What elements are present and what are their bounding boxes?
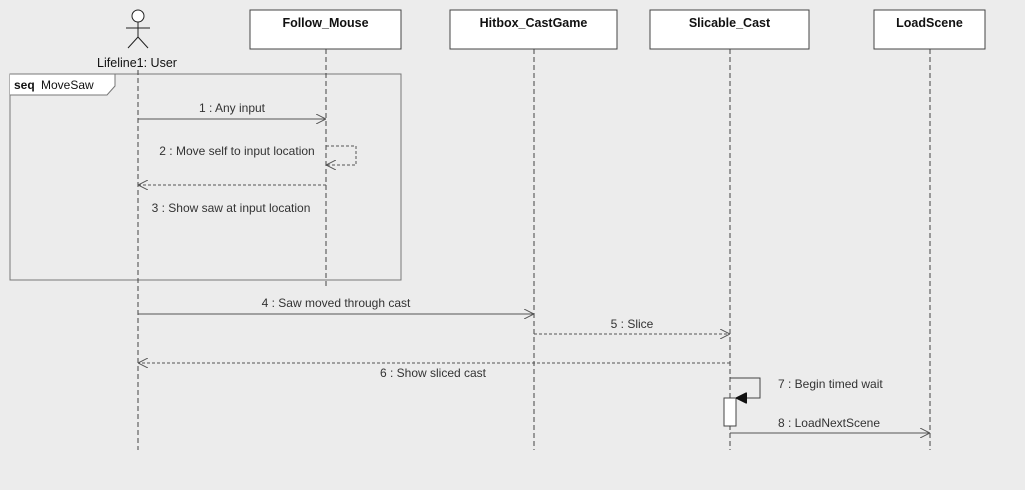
- message-7[interactable]: 7 : Begin timed wait: [730, 377, 883, 398]
- lifeline-loadscene[interactable]: LoadScene: [873, 9, 986, 50]
- lifeline-hitbox-label: Hitbox_CastGame: [480, 16, 588, 30]
- lifeline-loadscene-label: LoadScene: [896, 16, 963, 30]
- message-5[interactable]: 5 : Slice: [534, 317, 730, 334]
- frame-border: [9, 73, 402, 281]
- message-8-label: 8 : LoadNextScene: [778, 416, 880, 430]
- frame-tab: [10, 73, 116, 96]
- activation-bar: [723, 397, 737, 427]
- message-3-label: 3 : Show saw at input location: [152, 201, 311, 215]
- message-3[interactable]: 3 : Show saw at input location: [138, 185, 326, 215]
- lifeline-hitbox[interactable]: Hitbox_CastGame: [449, 9, 618, 50]
- user-actor[interactable]: Lifeline1: User: [97, 9, 177, 70]
- message-6-label: 6 : Show sliced cast: [380, 366, 487, 380]
- message-2-label: 2 : Move self to input location: [159, 144, 314, 158]
- lifeline-slicable-label: Slicable_Cast: [689, 16, 771, 30]
- actor-label: Lifeline1: User: [97, 56, 177, 70]
- message-5-label: 5 : Slice: [611, 317, 654, 331]
- seq-frame: seq MoveSaw: [9, 73, 402, 281]
- lifeline-follow-mouse[interactable]: Follow_Mouse: [249, 9, 402, 50]
- frame-keyword: seq: [14, 78, 35, 92]
- message-7-arrow: [730, 377, 761, 398]
- actor-icon: [126, 9, 150, 49]
- frame-name: MoveSaw: [41, 78, 94, 92]
- message-8[interactable]: 8 : LoadNextScene: [730, 416, 930, 433]
- message-6[interactable]: 6 : Show sliced cast: [138, 363, 730, 380]
- lifeline-follow-mouse-label: Follow_Mouse: [282, 16, 368, 30]
- message-4-label: 4 : Saw moved through cast: [262, 296, 411, 310]
- message-1-label: 1 : Any input: [199, 101, 266, 115]
- lifeline-slicable[interactable]: Slicable_Cast: [649, 9, 810, 50]
- message-2-arrow: [326, 145, 357, 165]
- message-1[interactable]: 1 : Any input: [138, 101, 326, 119]
- message-4[interactable]: 4 : Saw moved through cast: [138, 296, 534, 314]
- message-7-label: 7 : Begin timed wait: [778, 377, 883, 391]
- message-2[interactable]: 2 : Move self to input location: [159, 144, 357, 165]
